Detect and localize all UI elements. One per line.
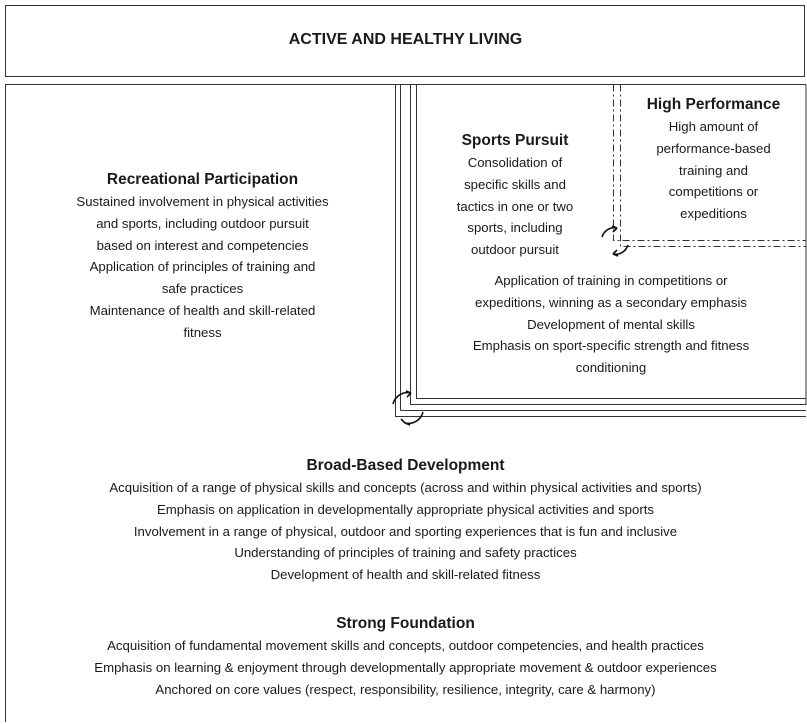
broad-based-title: Broad-Based Development [306, 457, 505, 474]
strong-foundation-title: Strong Foundation [336, 615, 475, 632]
high-performance-line: expeditions [680, 206, 747, 222]
recreational-participation-block: Recreational Participation Sustained inv… [10, 169, 395, 344]
broad-based-line: Development of health and skill-related … [270, 567, 541, 583]
cycle-arrow-icon-lower [392, 390, 424, 426]
recreational-line: fitness [183, 324, 222, 340]
recreational-line: based on interest and competencies [96, 237, 309, 253]
strong-foundation-line: Emphasis on learning & enjoyment through… [94, 659, 717, 675]
recreational-line: and sports, including outdoor pursuit [96, 215, 309, 231]
cycle-arrow-icon-upper [601, 225, 629, 257]
sports-pursuit-detail-line: Development of mental skills [527, 316, 695, 332]
recreational-box [5, 84, 401, 400]
high-performance-block: High Performance High amount of performa… [622, 94, 805, 225]
high-performance-line: performance-based [656, 140, 771, 156]
recreational-line: Application of principles of training an… [89, 259, 316, 275]
recreational-line: Sustained involvement in physical activi… [76, 194, 329, 209]
broad-based-line: Involvement in a range of physical, outd… [133, 523, 678, 539]
strong-foundation-block: Strong Foundation Acquisition of fundame… [6, 613, 805, 700]
broad-based-line: Acquisition of a range of physical skill… [109, 480, 702, 495]
strong-foundation-line: Acquisition of fundamental movement skil… [107, 638, 704, 653]
sports-pursuit-box [410, 84, 806, 405]
high-performance-line: High amount of [668, 119, 759, 134]
sports-pursuit-title: Sports Pursuit [461, 132, 569, 149]
sports-pursuit-detail-line: expeditions, winning as a secondary emph… [475, 294, 747, 310]
recreational-title: Recreational Participation [106, 171, 299, 188]
high-performance-line: training and [679, 162, 748, 178]
sports-pursuit-details: Application of training in competitions … [418, 270, 804, 379]
recreational-inner-bottom [395, 400, 806, 417]
recreational-line: Maintenance of health and skill-related [89, 302, 316, 318]
recreational-line: safe practices [161, 281, 244, 297]
sports-pursuit-line: sports, including [467, 220, 563, 236]
broad-based-line: Understanding of principles of training … [234, 545, 577, 561]
broad-based-development-block: Broad-Based Development Acquisition of a… [6, 455, 805, 586]
sports-pursuit-line: specific skills and [464, 176, 566, 192]
sports-pursuit-box-inner [416, 84, 806, 399]
strong-foundation-line: Anchored on core values (respect, respon… [155, 681, 656, 697]
high-performance-line: competitions or [668, 184, 759, 200]
high-performance-box [613, 84, 806, 241]
sports-pursuit-line: tactics in one or two [456, 198, 574, 214]
sports-pursuit-detail-line: conditioning [575, 360, 647, 376]
broad-based-line: Emphasis on application in developmental… [156, 501, 654, 517]
sports-pursuit-block: Sports Pursuit Consolidation of specific… [420, 130, 610, 261]
sports-pursuit-line: Consolidation of [467, 155, 563, 170]
page-title: ACTIVE AND HEALTHY LIVING [288, 31, 523, 48]
sports-pursuit-detail-line: Application of training in competitions … [494, 273, 728, 288]
high-performance-title: High Performance [646, 96, 781, 113]
header-box [5, 5, 805, 77]
high-performance-box-inner [620, 84, 806, 247]
sports-pursuit-line: outdoor pursuit [471, 242, 559, 258]
sports-pursuit-detail-line: Emphasis on sport-specific strength and … [472, 338, 750, 354]
